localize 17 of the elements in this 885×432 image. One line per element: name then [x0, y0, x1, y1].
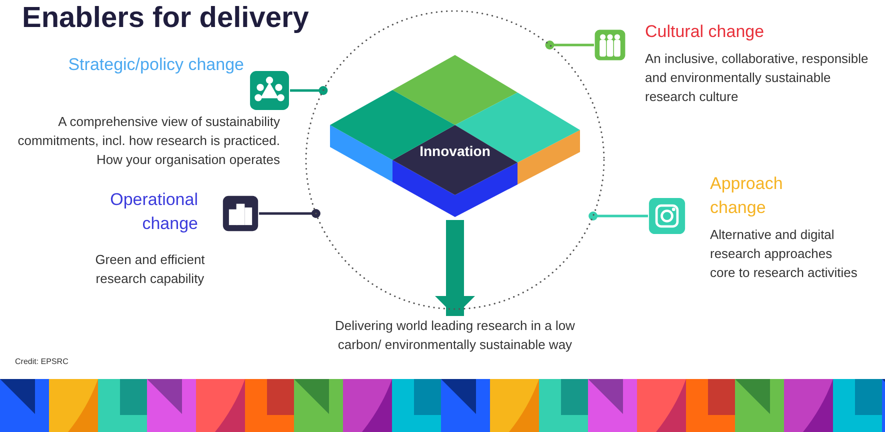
- description-text: A comprehensive view of sustainability commitments, incl. how research is practiced. How your organisation operates: [16, 113, 280, 169]
- heading: Approach change: [710, 173, 784, 219]
- description-text: Green and efficient research capability: [94, 251, 206, 288]
- heading: Cultural change: [645, 21, 766, 43]
- connector-line: [545, 40, 594, 50]
- heading: Operational change: [109, 189, 198, 235]
- credit-text: Credit: EPSRC: [15, 357, 68, 366]
- outcome-text: Delivering world leading research in a low carbon/ environmentally sustainable way: [334, 317, 576, 354]
- connector-line: [259, 209, 320, 218]
- puzzle-label: Innovation: [418, 143, 492, 159]
- block-arrow: [435, 220, 475, 316]
- connector-line: [588, 212, 648, 220]
- description-text: Alternative and digital research approaches core to research activities: [710, 226, 858, 282]
- connector-line: [290, 86, 328, 95]
- title: Enablers for delivery: [22, 2, 309, 35]
- description-text: An inclusive, collaborative, responsible and environmentally sustainable research culture: [645, 50, 870, 106]
- heading: Strategic/policy change: [67, 54, 244, 76]
